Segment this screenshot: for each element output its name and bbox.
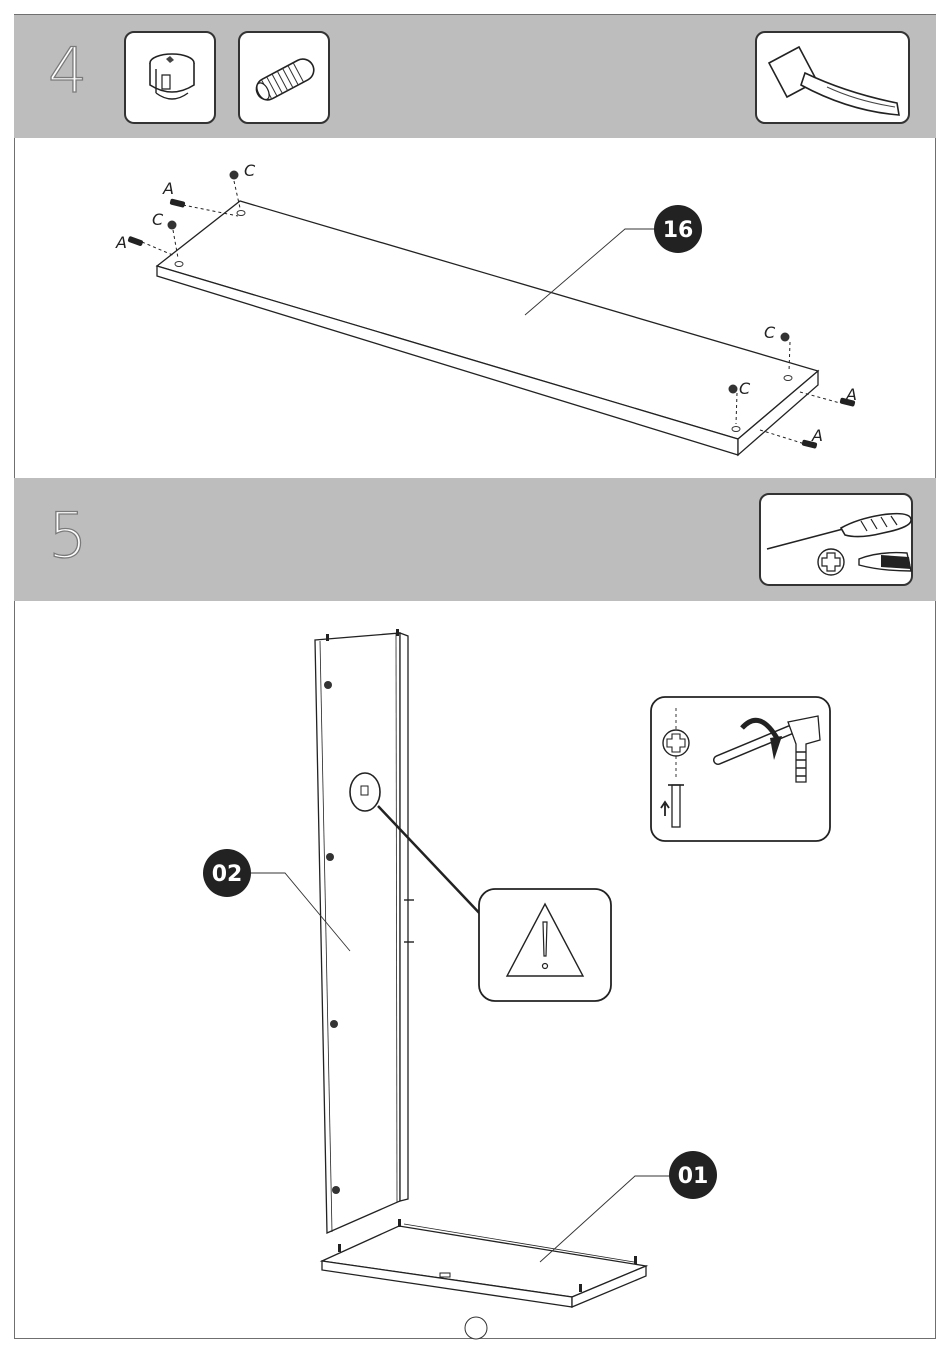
panel-01 bbox=[322, 1219, 646, 1307]
part-number-02: 02 bbox=[212, 862, 243, 887]
part-number-01: 01 bbox=[678, 1164, 709, 1189]
panel-02 bbox=[315, 629, 414, 1233]
page-marker bbox=[465, 1317, 487, 1339]
